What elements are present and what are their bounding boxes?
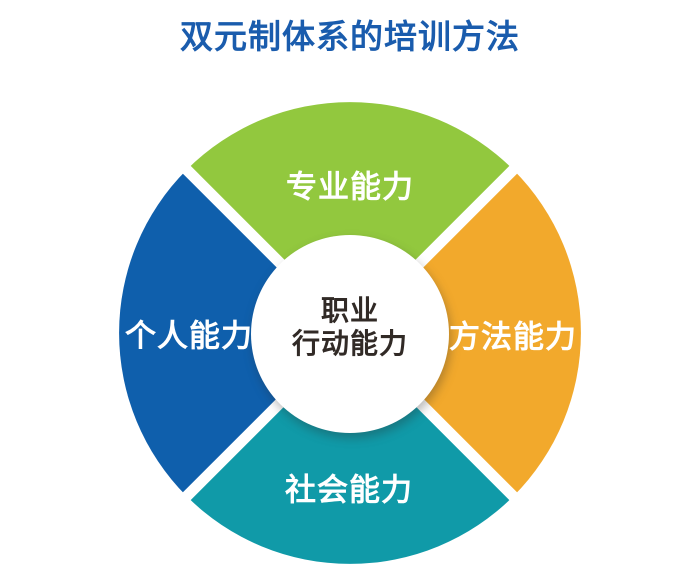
page-title: 双元制体系的培训方法	[180, 18, 520, 55]
label-professional-competence: 专业能力	[286, 169, 414, 205]
center-label-professional-action-competence: 职业 行动能力	[292, 294, 408, 360]
segment-top-professional	[186, 102, 514, 333]
label-personal-competence: 个人能力	[125, 318, 253, 354]
segment-bottom-social	[186, 333, 514, 564]
label-method-competence: 方法能力	[449, 319, 577, 355]
segment-left-personal	[119, 169, 351, 497]
segment-right-method	[350, 169, 581, 497]
label-social-competence: 社会能力	[285, 472, 413, 508]
center-label-line1: 职业	[320, 295, 380, 326]
center-hub-circle	[251, 235, 449, 433]
center-label-line2: 行动能力	[291, 328, 409, 359]
